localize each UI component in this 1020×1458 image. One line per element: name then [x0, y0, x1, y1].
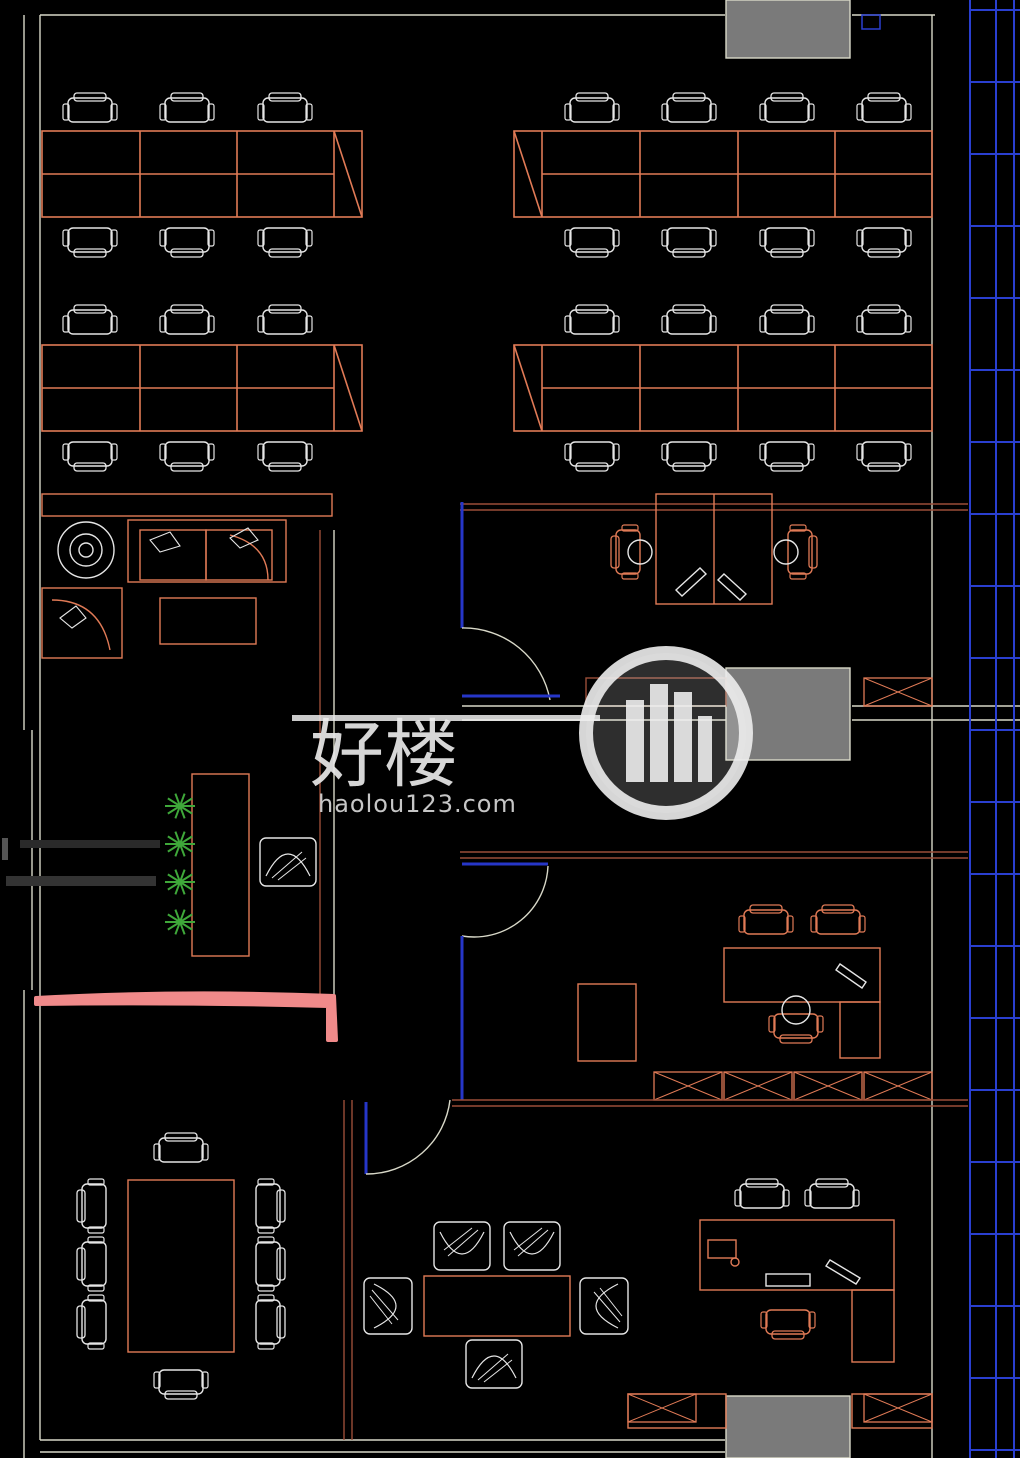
column: [725, 0, 851, 59]
meeting-chair: [153, 1369, 209, 1400]
workstation-chair: [661, 92, 717, 123]
meeting-chair: [255, 1294, 286, 1350]
workstation-chairs: [62, 92, 912, 472]
meeting-room: [127, 1099, 451, 1440]
entry-smudge: [2, 838, 160, 886]
workstation-chair: [759, 92, 815, 123]
manager-office: [627, 1178, 933, 1429]
meeting-chair: [76, 1294, 107, 1350]
lounge-table-area: [363, 1221, 629, 1389]
plants: [165, 793, 195, 935]
meeting-chair: [76, 1178, 107, 1234]
open-office: [41, 130, 933, 432]
workstation-chair: [564, 441, 620, 472]
workstation-chair: [661, 441, 717, 472]
workstation-chair: [62, 92, 118, 123]
curtain-wall-windows: [969, 0, 1020, 1458]
watermark: 好楼 haolou123.com: [292, 646, 753, 820]
workstation-chair: [62, 441, 118, 472]
exterior-walls: [23, 14, 1020, 1458]
workstation-chair: [257, 227, 313, 258]
meeting-chair: [153, 1132, 209, 1163]
workstation-chair: [856, 304, 912, 335]
meeting-chairs: [76, 1132, 286, 1400]
workstation-chair: [856, 441, 912, 472]
workstation-chair: [159, 304, 215, 335]
meeting-chair: [255, 1236, 286, 1292]
watermark-brand-text: 好楼: [310, 712, 458, 798]
plant-icon: [165, 909, 195, 935]
structural-columns: [725, 0, 851, 1458]
office-2: [452, 851, 968, 1107]
workstation-chair: [856, 227, 912, 258]
lounge: [41, 493, 333, 659]
workstation-chair: [257, 92, 313, 123]
sink-icon: [861, 14, 881, 30]
workstation-chair: [62, 304, 118, 335]
workstation-chair: [257, 441, 313, 472]
plant-icon: [165, 831, 195, 857]
workstation-chair: [759, 227, 815, 258]
workstation-chair: [564, 227, 620, 258]
column: [725, 1395, 851, 1458]
workstation-chair: [856, 92, 912, 123]
watermark-url-text: haolou123.com: [318, 790, 517, 818]
workstation-chair: [564, 92, 620, 123]
plant-icon: [165, 869, 195, 895]
workstation-chair: [159, 227, 215, 258]
workstation-chair: [564, 304, 620, 335]
watermark-logo-icon: [579, 646, 753, 820]
workstation-chair: [159, 92, 215, 123]
workstation-chair: [62, 227, 118, 258]
plant-icon: [165, 793, 195, 819]
workstation-chair: [759, 441, 815, 472]
highlight-mark: [34, 991, 338, 1042]
workstation-chair: [759, 304, 815, 335]
workstation-chair: [661, 227, 717, 258]
meeting-chair: [76, 1236, 107, 1292]
workstation-chair: [159, 441, 215, 472]
meeting-chair: [255, 1178, 286, 1234]
workstation-chair: [257, 304, 313, 335]
workstation-chair: [661, 304, 717, 335]
reception: [31, 530, 335, 1000]
